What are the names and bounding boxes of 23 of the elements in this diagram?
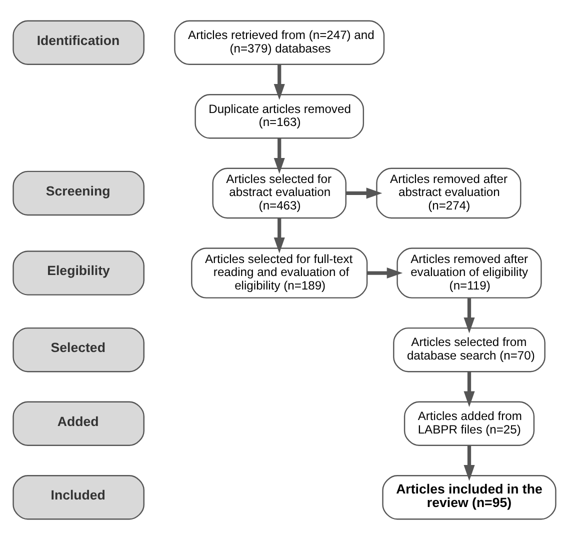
arrow [367, 268, 403, 279]
arrow [274, 138, 285, 174]
arrow [464, 445, 475, 481]
node-box: Elegibility [12, 250, 144, 296]
node-box: Articles added from LABPR files (n=25) [404, 401, 535, 446]
node-box: Selected [12, 327, 144, 372]
node-box: Articles selected for full-text reading and evaluation of eligibility (n=189) [191, 248, 368, 298]
arrow [274, 218, 285, 254]
node-box: Articles selected for abstract evaluation (n=463) [212, 168, 346, 219]
node-box: Added [12, 401, 144, 446]
node-box: Duplicate articles removed (n=163) [194, 94, 364, 139]
arrow [274, 64, 285, 100]
node-box: Included [12, 475, 144, 520]
arrow [464, 298, 475, 334]
node-box: Articles selected from database search (n=70) [393, 327, 546, 372]
arrow [464, 372, 475, 408]
node-box: Articles included in the review (n=95) [382, 475, 556, 520]
arrow [346, 188, 382, 199]
node-box: Articles removed after abstract evaluation (n=274) [376, 168, 522, 219]
node-box: Articles removed after evaluation of eligibility (n=119) [396, 248, 542, 298]
node-box: Identification [12, 20, 144, 65]
node-box: Screening [12, 170, 144, 216]
node-box: Articles retrieved from (n=247) and (n=379) databases [174, 20, 385, 65]
